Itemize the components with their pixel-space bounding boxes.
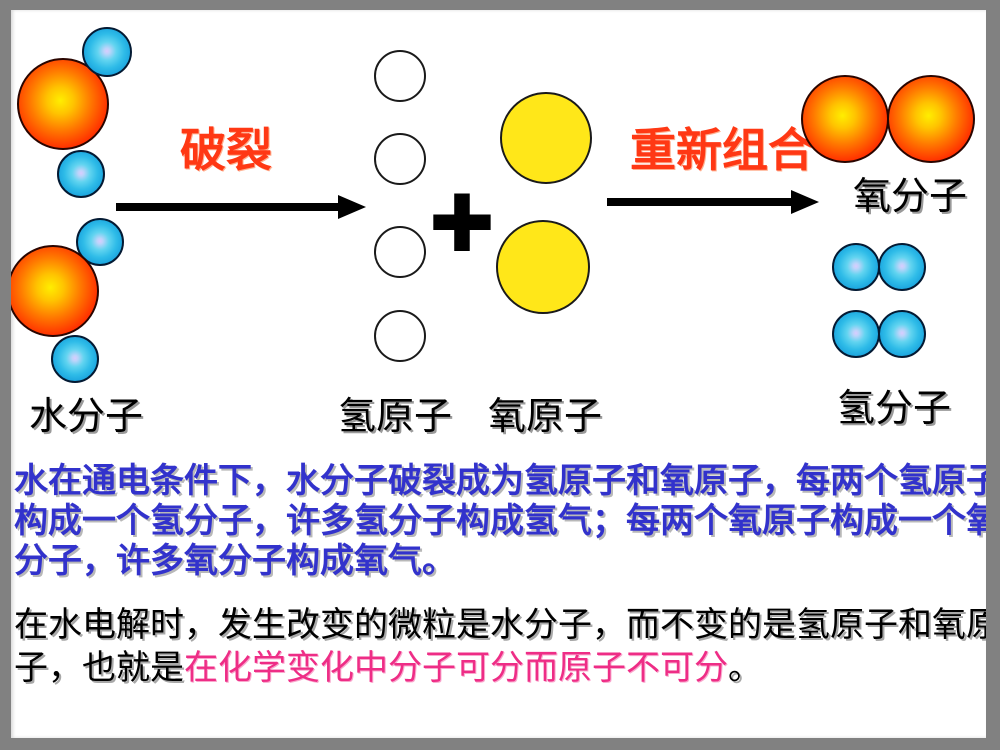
hydrogen-sphere-icon bbox=[82, 27, 132, 77]
oxygen-molecule-label: 氧分子 bbox=[853, 174, 968, 218]
plus-icon: + bbox=[425, 173, 500, 268]
conclusion-paragraph: 在水电解时，发生改变的微粒是水分子，而不变的是氢原子和氧原 子，也就是在化学变化… bbox=[14, 604, 986, 690]
oxygen-sphere-icon bbox=[801, 75, 889, 163]
explanation-paragraph: 水在通电条件下，水分子破裂成为氢原子和氧原子，每两个氢原子 构成一个氢分子，许多… bbox=[14, 461, 986, 581]
hydrogen-sphere-icon bbox=[57, 150, 105, 198]
explanation-line: 分子，许多氧分子构成氧气。 bbox=[14, 541, 456, 581]
hydrogen-sphere-icon bbox=[832, 310, 880, 358]
conclusion-line1: 在水电解时，发生改变的微粒是水分子，而不变的是氢原子和氧原 bbox=[14, 605, 986, 645]
hydrogen-sphere-icon bbox=[832, 243, 880, 291]
oxygen-sphere-icon bbox=[887, 75, 975, 163]
explanation-line: 构成一个氢分子，许多氢分子构成氢气；每两个氧原子构成一个氧 bbox=[14, 501, 986, 541]
oxygen-sphere-icon bbox=[11, 245, 99, 337]
hydrogen-atom-circle bbox=[374, 226, 426, 278]
water-molecule-label: 水分子 bbox=[29, 394, 144, 438]
break-arrow-label: 破裂 bbox=[180, 123, 272, 177]
oxygen-atom-circle bbox=[496, 220, 590, 314]
conclusion-highlight: 在化学变化中分子可分而原子不可分 bbox=[184, 648, 728, 688]
hydrogen-atom-circle bbox=[374, 310, 426, 362]
hydrogen-sphere-icon bbox=[51, 335, 99, 383]
arrow-right-icon bbox=[607, 190, 819, 214]
hydrogen-molecule-label: 氢分子 bbox=[837, 386, 952, 430]
hydrogen-atom-circle bbox=[374, 133, 426, 185]
recombine-arrow-label: 重新组合 bbox=[630, 123, 814, 177]
hydrogen-atom-label: 氢原子 bbox=[338, 394, 453, 438]
plus-sign: + bbox=[424, 173, 500, 268]
conclusion-line2: 子，也就是在化学变化中分子可分而原子不可分。 bbox=[14, 647, 984, 690]
hydrogen-sphere-icon bbox=[878, 310, 926, 358]
oxygen-atom-circle bbox=[500, 92, 592, 184]
slide-canvas: 水分子 破裂 + 氢原子 氧原子 重新组合 氧分子 氢 bbox=[11, 10, 986, 738]
explanation-line: 水在通电条件下，水分子破裂成为氢原子和氧原子，每两个氢原子 bbox=[14, 461, 986, 501]
conclusion-line2-prefix: 子，也就是 bbox=[14, 648, 184, 688]
arrow-right-icon bbox=[116, 195, 366, 219]
oxygen-atom-label: 氧原子 bbox=[488, 394, 603, 438]
hydrogen-atom-circle bbox=[374, 50, 426, 102]
hydrogen-sphere-icon bbox=[878, 243, 926, 291]
conclusion-line2-suffix: 。 bbox=[728, 648, 762, 688]
